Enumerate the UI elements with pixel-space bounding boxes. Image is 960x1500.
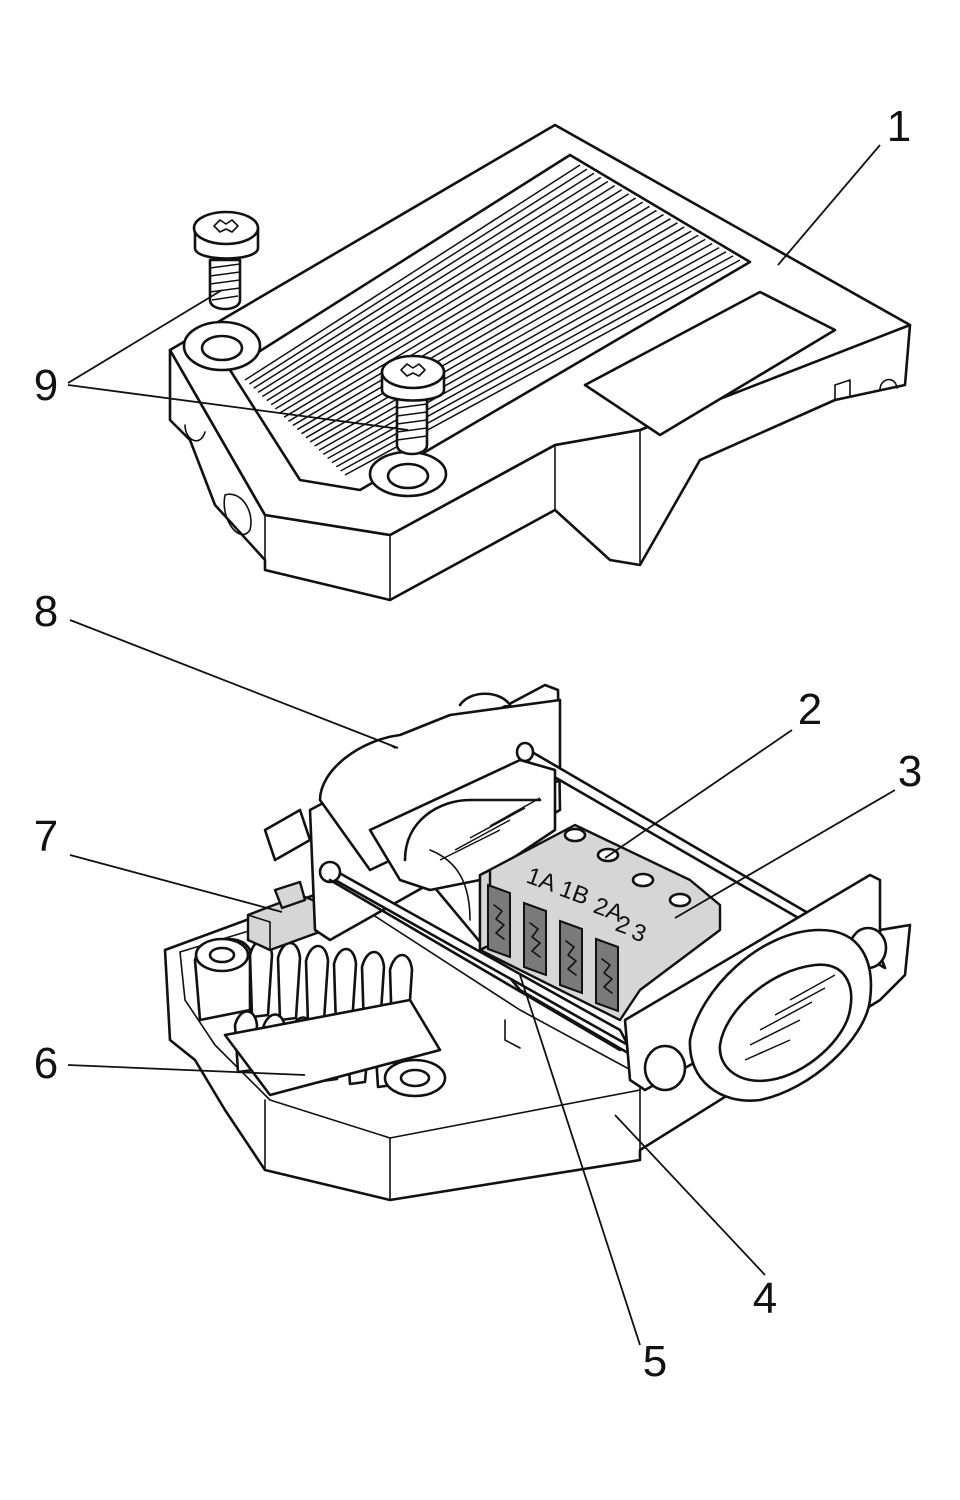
cover-rib-line bbox=[301, 218, 671, 435]
cover-rib-line bbox=[322, 238, 706, 456]
callout-9: 9 bbox=[33, 361, 59, 410]
callout-5: 5 bbox=[642, 1337, 668, 1386]
cover-rib-line bbox=[283, 201, 643, 418]
terminal-spring bbox=[565, 940, 577, 976]
callout-7: 7 bbox=[33, 812, 59, 861]
cover-rib-line bbox=[292, 209, 657, 427]
cover-housing bbox=[168, 123, 912, 602]
cover-rib-line bbox=[261, 180, 609, 398]
cover-rib-line bbox=[275, 193, 630, 410]
terminal-spring bbox=[493, 904, 505, 940]
terminal-block: 1A 1B 2A 2 3 bbox=[478, 823, 722, 1022]
callout-3: 3 bbox=[897, 747, 923, 796]
callout-2: 2 bbox=[797, 685, 823, 734]
cover-rib-line bbox=[327, 242, 713, 460]
callout-1: 1 bbox=[886, 102, 912, 151]
bars bbox=[318, 741, 887, 1052]
cover-rib-line bbox=[244, 164, 581, 381]
cover-rib-line bbox=[279, 197, 637, 414]
cover-rib-line bbox=[270, 189, 623, 406]
cable-clamps bbox=[193, 937, 447, 1098]
cover-rib-line bbox=[253, 172, 595, 389]
clamp-tooth bbox=[304, 944, 330, 1025]
cover-rib-line bbox=[318, 234, 699, 451]
cover-rib-line bbox=[248, 168, 588, 385]
callout-8: 8 bbox=[33, 587, 59, 636]
clamp-tooth bbox=[276, 941, 302, 1022]
connector-body bbox=[368, 758, 557, 921]
cover-rib-line bbox=[305, 222, 678, 439]
cover-rib-line bbox=[296, 213, 664, 431]
screw-left bbox=[192, 210, 260, 311]
leader-lines bbox=[67, 144, 896, 1346]
cover-rib-line bbox=[288, 205, 650, 422]
callout-6: 6 bbox=[33, 1039, 59, 1088]
terminal-spring bbox=[601, 958, 613, 994]
cover-rib-line bbox=[309, 226, 685, 443]
front-connector bbox=[623, 873, 888, 1102]
cover-rib-line bbox=[266, 185, 616, 402]
terminal-spring bbox=[529, 922, 541, 958]
cover-rib-line bbox=[257, 176, 602, 394]
cover-rib-line bbox=[314, 230, 692, 447]
clamp-tooth bbox=[248, 938, 274, 1019]
screw-right bbox=[380, 354, 446, 456]
callout-4: 4 bbox=[752, 1274, 778, 1323]
